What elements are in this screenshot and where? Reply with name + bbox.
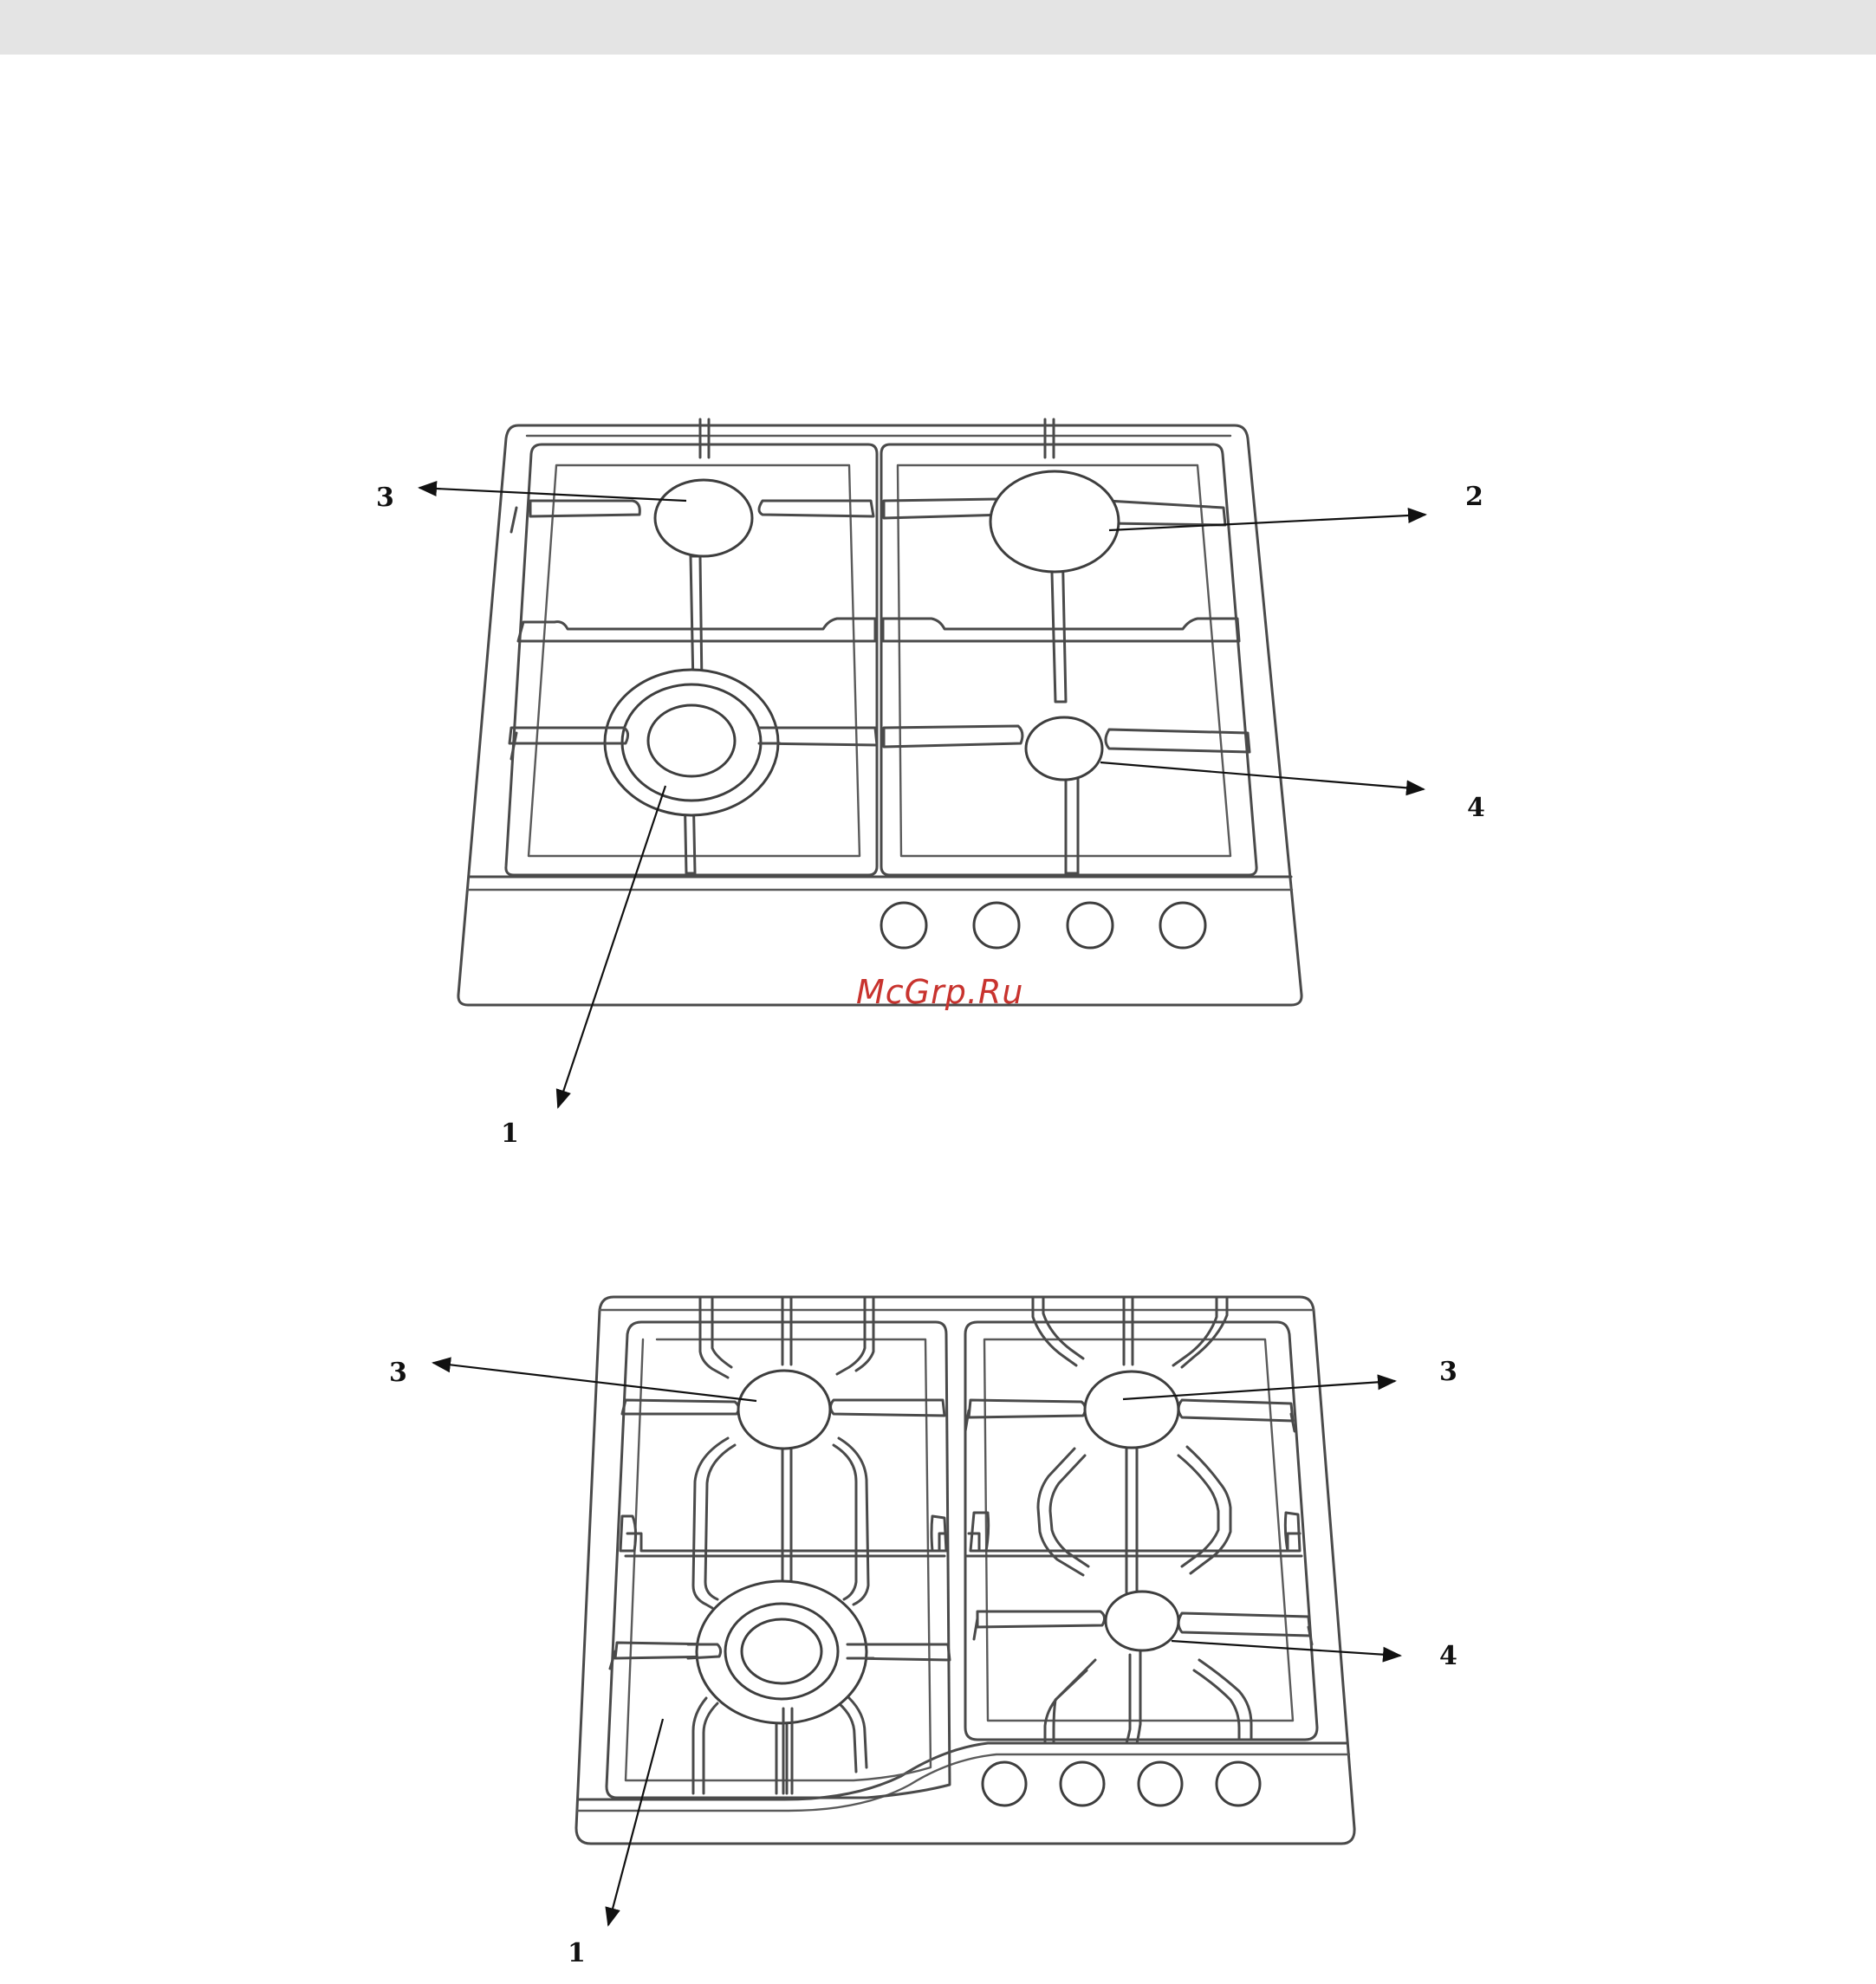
hob-top-arrow-4 (1100, 762, 1424, 789)
hob-bottom: 3 3 4 1 (389, 1297, 1457, 1968)
hob-top-label-2: 2 (1465, 482, 1483, 512)
hob-bottom-grate-right (965, 1297, 1317, 1743)
hob-top-label-3: 3 (376, 483, 394, 513)
hob-top-knob-1 (881, 903, 926, 948)
hob-bottom-arrow-4 (1172, 1641, 1400, 1656)
hob-bottom-label-3-right: 3 (1439, 1357, 1457, 1387)
hob-bottom-label-1: 1 (568, 1938, 586, 1968)
hob-bottom-knob-2 (1061, 1762, 1104, 1806)
hob-top-burner-small (1026, 717, 1102, 780)
hob-top-arrow-3 (419, 488, 686, 501)
hob-bottom-burner-rapid-right (1085, 1371, 1178, 1448)
hob-bottom-knob-1 (983, 1762, 1026, 1806)
hob-top-knob-2 (974, 903, 1019, 948)
hob-bottom-burner-rapid-left (738, 1371, 830, 1449)
hob-top-arrow-1 (558, 786, 665, 1107)
watermark: McGrp.Ru (856, 973, 1023, 1011)
hob-top-label-4: 4 (1467, 793, 1485, 823)
hob-bottom-label-4: 4 (1439, 1641, 1457, 1671)
hob-top-arrow-2 (1109, 515, 1425, 530)
hob-top-knob-3 (1068, 903, 1113, 948)
hob-top-burner-rapid (655, 480, 752, 556)
hob-bottom-burner-wok (697, 1581, 867, 1723)
hob-top-burner-wok (605, 670, 778, 815)
hob-bottom-arrow-1 (608, 1719, 663, 1925)
hob-top: 3 2 4 1 (376, 419, 1485, 1149)
hob-top-burner-big (990, 471, 1119, 572)
hob-top-knob-4 (1160, 903, 1205, 948)
hob-bottom-knob-3 (1139, 1762, 1182, 1806)
hob-bottom-knob-4 (1217, 1762, 1260, 1806)
hob-bottom-burner-small (1106, 1592, 1178, 1650)
hob-bottom-label-3-left: 3 (389, 1358, 407, 1388)
hob-top-label-1: 1 (501, 1118, 519, 1149)
